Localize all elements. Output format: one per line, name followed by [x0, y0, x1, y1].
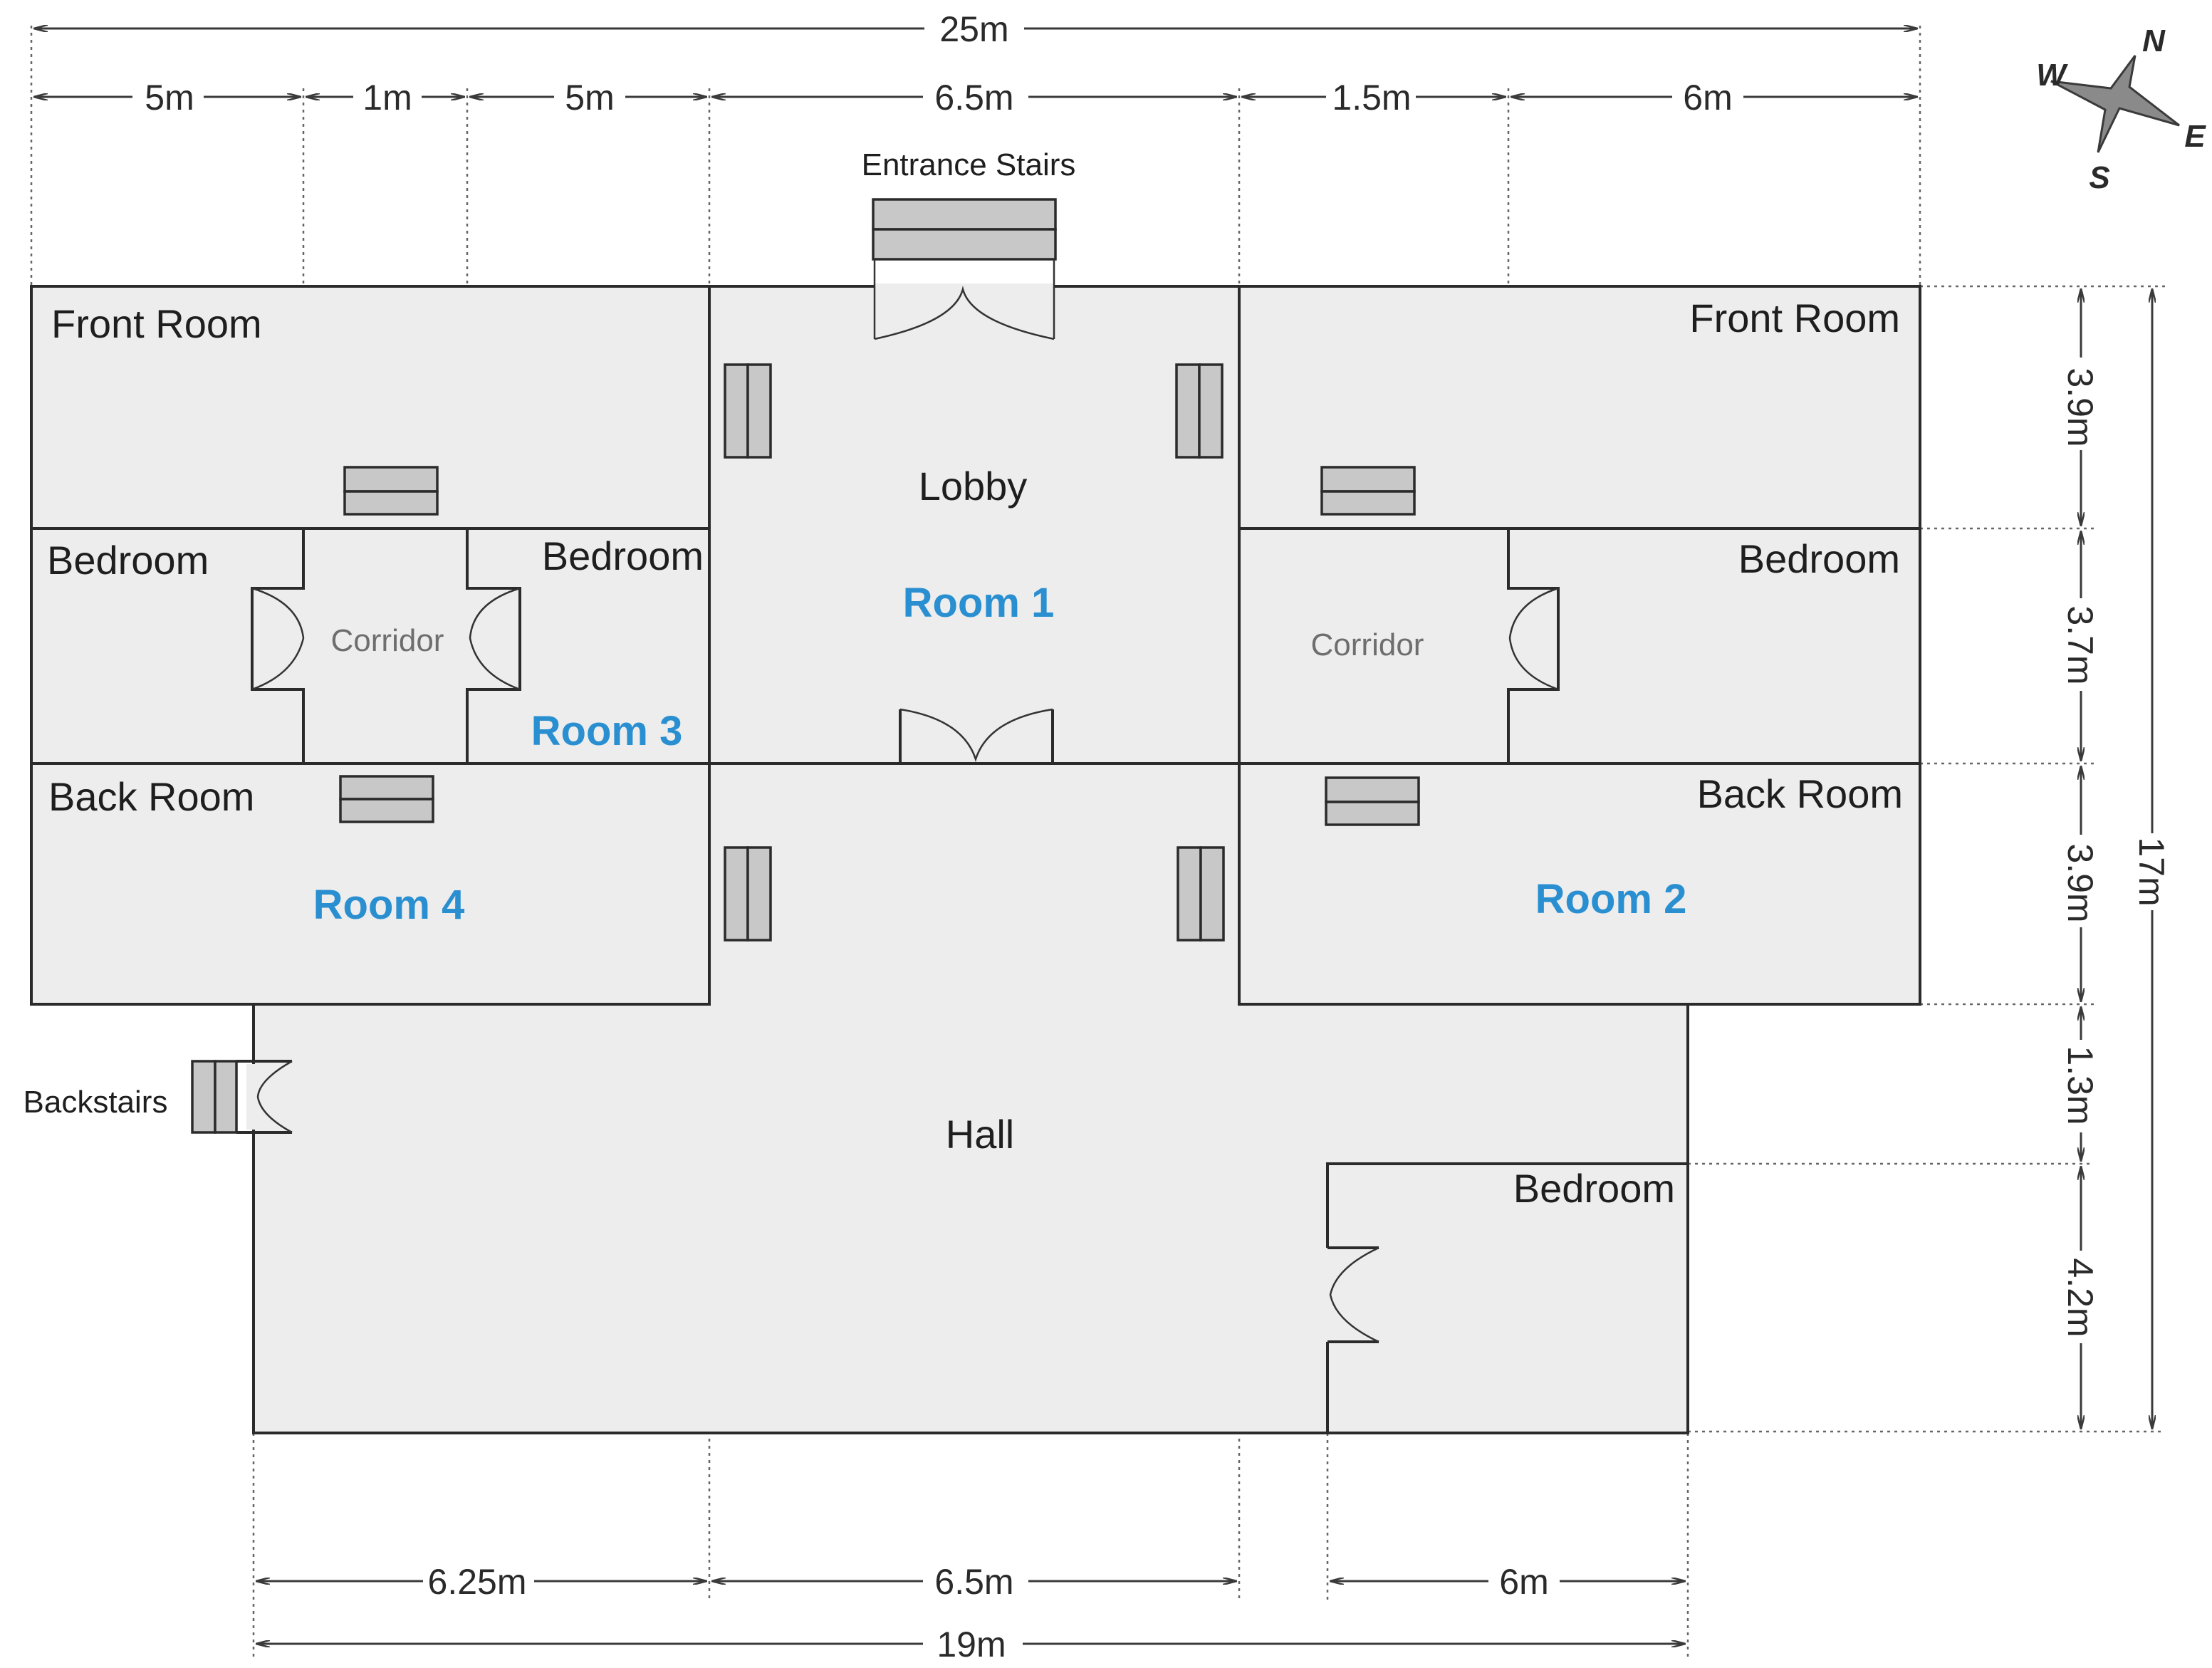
- label-room2: Room 2: [1535, 876, 1687, 922]
- dim-top-seg-2: 1m: [362, 78, 412, 118]
- dim-top-total: 25m: [939, 9, 1008, 49]
- dim-bottom-seg-2: 6.5m: [934, 1562, 1013, 1602]
- label-front-room-left: Front Room: [51, 301, 262, 346]
- label-entrance-stairs: Entrance Stairs: [862, 147, 1076, 182]
- stairs-hall-left[interactable]: [724, 846, 772, 942]
- label-backstairs: Backstairs: [24, 1085, 168, 1120]
- label-corridor-left: Corridor: [331, 623, 444, 658]
- stairs-front-left[interactable]: [343, 466, 439, 516]
- label-back-room-left: Back Room: [48, 774, 254, 819]
- corridor-right-door[interactable]: [1508, 587, 1559, 691]
- dim-top-seg-4: 6.5m: [934, 78, 1013, 118]
- label-room4: Room 4: [313, 882, 465, 928]
- compass-east: E: [2184, 119, 2206, 154]
- hall-upper: [708, 762, 1241, 1006]
- dim-top-seg-3: 5m: [565, 78, 614, 118]
- label-corridor-right: Corridor: [1311, 627, 1424, 662]
- room-labels: Front Room Front Room Bedroom Bedroom Be…: [24, 147, 1903, 1211]
- label-front-room-right: Front Room: [1689, 296, 1900, 340]
- dim-right-seg-2: 3.7m: [2060, 605, 2100, 684]
- backstairs[interactable]: [191, 1060, 238, 1134]
- bedroom-rear-door[interactable]: [1322, 1246, 1379, 1343]
- stairs-lobby-left[interactable]: [724, 363, 772, 459]
- dim-right-total: 17m: [2132, 837, 2171, 906]
- compass-star-icon: [2050, 55, 2180, 153]
- floor-areas: [30, 285, 1921, 1434]
- compass-west: W: [2036, 58, 2068, 93]
- stairs-lobby-right[interactable]: [1175, 363, 1224, 459]
- label-bedroom-left-inner: Bedroom: [542, 533, 704, 578]
- stairs-back-right[interactable]: [1325, 776, 1420, 826]
- dim-bottom-seg-3: 6m: [1499, 1562, 1548, 1602]
- label-room1: Room 1: [903, 580, 1055, 626]
- label-bedroom-right: Bedroom: [1738, 536, 1900, 581]
- entrance-door[interactable]: [873, 259, 1055, 340]
- label-back-room-right: Back Room: [1697, 771, 1903, 816]
- top-dimensions: 25m 5m 1m 5m 6.5m 1.5m 6m: [34, 7, 1917, 118]
- lobby-hall-door[interactable]: [899, 708, 1054, 763]
- right-dimensions: 3.9m 3.7m 3.9m 1.3m 4.2m 17m: [2060, 289, 2174, 1429]
- doors: [236, 259, 1559, 1343]
- compass-rose: N E S W: [2036, 24, 2206, 195]
- dim-top-seg-5: 1.5m: [1332, 78, 1411, 118]
- dim-right-seg-5: 4.2m: [2060, 1258, 2100, 1337]
- compass-north: N: [2142, 24, 2166, 58]
- label-lobby: Lobby: [919, 464, 1028, 509]
- dim-top-seg-6: 6m: [1683, 78, 1732, 118]
- dim-bottom-total: 19m: [937, 1625, 1006, 1664]
- bottom-dimensions: 6.25m 6.5m 6m 19m: [256, 1560, 1685, 1665]
- bedroom-rear: [1326, 1162, 1689, 1434]
- stairs-front-right[interactable]: [1320, 466, 1416, 516]
- dim-right-seg-1: 3.9m: [2060, 368, 2100, 447]
- compass-south: S: [2089, 160, 2109, 195]
- dim-right-seg-3: 3.9m: [2060, 843, 2100, 922]
- backstairs-door[interactable]: [236, 1060, 293, 1134]
- corridor-left-doors[interactable]: [251, 587, 521, 691]
- dim-bottom-seg-1: 6.25m: [428, 1562, 527, 1602]
- lobby: [708, 285, 1241, 765]
- dim-top-seg-1: 5m: [145, 78, 194, 118]
- stairs-hall-right[interactable]: [1177, 846, 1225, 942]
- stairs-back-left[interactable]: [339, 775, 434, 823]
- bedroom-right: [1507, 527, 1921, 765]
- dim-right-seg-4: 1.3m: [2060, 1046, 2100, 1125]
- label-bedroom-rear: Bedroom: [1513, 1166, 1675, 1211]
- label-room3: Room 3: [531, 708, 683, 754]
- label-hall: Hall: [946, 1112, 1014, 1157]
- label-bedroom-left-outer: Bedroom: [47, 538, 209, 583]
- wall-patches: [254, 760, 1688, 1008]
- entrance-stairs[interactable]: [872, 198, 1057, 261]
- stairs-group: [191, 198, 1420, 1134]
